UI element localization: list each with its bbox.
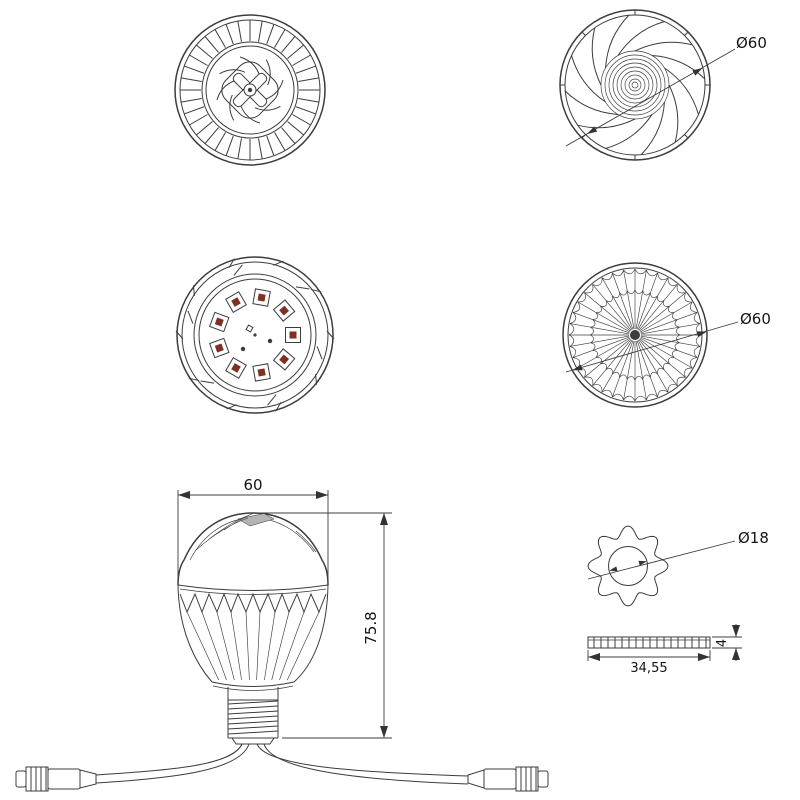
led-bottom-view bbox=[175, 256, 335, 414]
neck bbox=[227, 687, 279, 701]
skirt-right-edge bbox=[293, 584, 329, 683]
dim-body-width: 60 bbox=[177, 476, 329, 578]
led-view-outer-circle bbox=[176, 256, 334, 414]
label-plate-width: 34,55 bbox=[630, 661, 667, 676]
label-body-width: 60 bbox=[243, 476, 262, 494]
skirt-left-edge bbox=[177, 584, 213, 683]
skirt-flutes bbox=[186, 611, 320, 681]
diffuser-center-dot bbox=[630, 330, 640, 340]
label-top-diameter: Ø60 bbox=[736, 34, 767, 52]
center-dot bbox=[247, 87, 253, 93]
cable-connector-left bbox=[15, 766, 97, 792]
rim-ticks bbox=[559, 9, 711, 161]
label-knob-diameter: Ø18 bbox=[738, 529, 769, 547]
skirt-zigzag bbox=[179, 592, 327, 614]
dim-plate-width: 34,55 bbox=[587, 650, 711, 676]
dim-knob-diameter: Ø18 bbox=[587, 529, 769, 580]
dome-outline bbox=[177, 512, 329, 586]
dome-highlight bbox=[237, 513, 275, 527]
top-view-finned bbox=[174, 14, 326, 166]
thread-section bbox=[227, 700, 279, 745]
center-rounded-square bbox=[221, 61, 279, 119]
knob-view: Ø18 bbox=[587, 525, 769, 607]
top-view-outer-circle bbox=[174, 14, 326, 166]
concentric-rings bbox=[600, 50, 670, 120]
board-dot bbox=[267, 338, 273, 344]
label-body-height: 75.8 bbox=[362, 611, 380, 644]
label-plate-thickness: 4 bbox=[715, 639, 730, 647]
dim-body-height: 75.8 bbox=[259, 512, 392, 739]
diffuser-view: Ø60 bbox=[562, 262, 771, 408]
cable-connector-right bbox=[467, 766, 549, 792]
dim-bottom-diameter: Ø60 bbox=[565, 310, 771, 373]
diffuser-outer-circle bbox=[562, 262, 708, 408]
cables bbox=[95, 743, 469, 785]
swirl-lens-view: Ø60 bbox=[559, 9, 767, 161]
knob-outline bbox=[587, 525, 669, 607]
board-dot bbox=[240, 346, 246, 352]
center-component bbox=[245, 324, 254, 333]
dim-plate-thickness: 4 bbox=[712, 624, 742, 661]
board-center-dot bbox=[253, 333, 257, 337]
dim-top-diameter: Ø60 bbox=[565, 34, 767, 147]
plate-outline bbox=[587, 636, 711, 649]
knob-inner-circle bbox=[608, 546, 648, 586]
side-view: 60 75.8 bbox=[15, 476, 549, 792]
label-bottom-diameter: Ø60 bbox=[740, 310, 771, 328]
plate-segments bbox=[593, 636, 707, 649]
mount-plate-view: 34,55 4 bbox=[587, 624, 742, 676]
dome-streaks bbox=[195, 512, 317, 553]
